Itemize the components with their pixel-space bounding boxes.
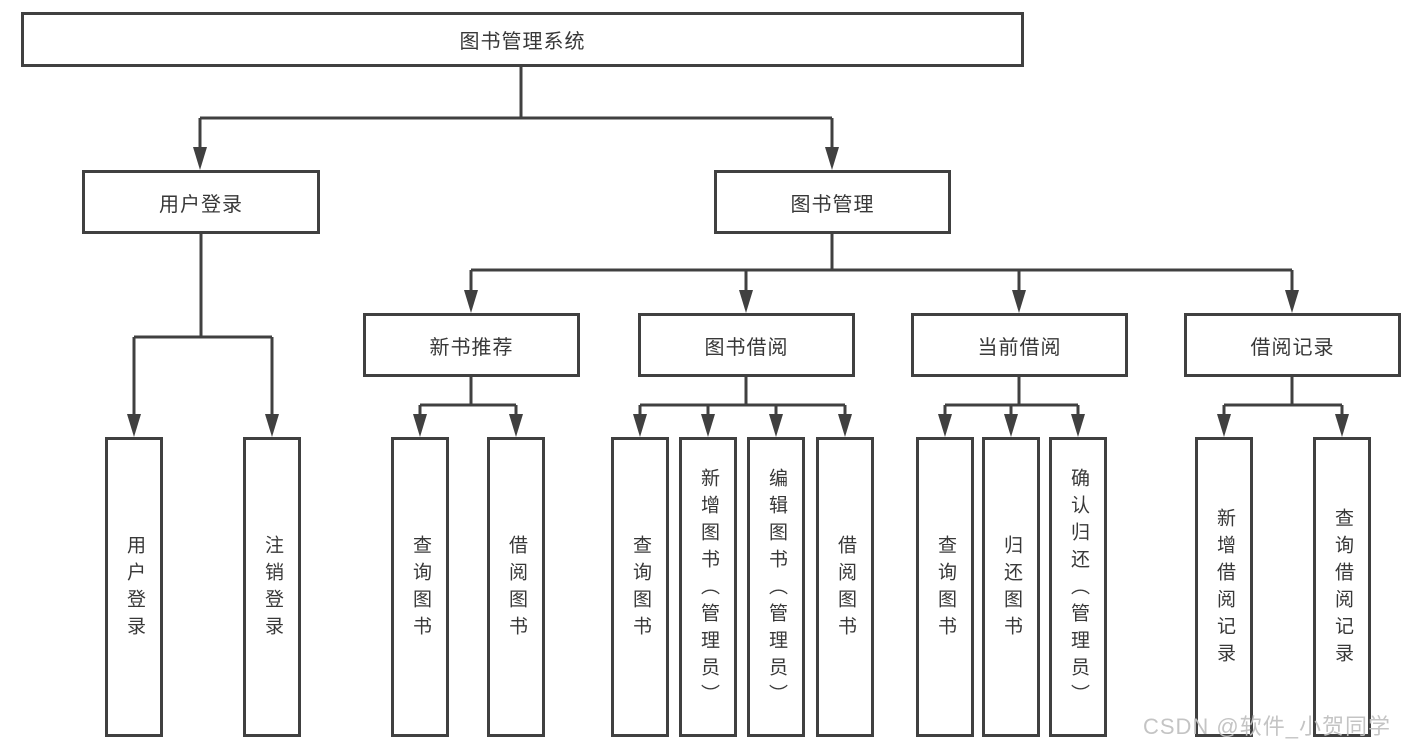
arrowheads [127, 147, 1349, 437]
connector-paths [132, 67, 1344, 425]
leaf-query-books: 查询图书 [916, 437, 974, 737]
leaf-user-login: 用户登录 [105, 437, 163, 737]
leaf-borrow-books: 借阅图书 [816, 437, 874, 737]
node-library-management-system: 图书管理系统 [21, 12, 1024, 67]
node-current-borrow: 当前借阅 [911, 313, 1128, 377]
node-book-borrow: 图书借阅 [638, 313, 855, 377]
leaf-add-books-admin: 新增图书（管理员） [679, 437, 737, 737]
node-user-login: 用户登录 [82, 170, 320, 234]
leaf-query-books: 查询图书 [611, 437, 669, 737]
node-book-management: 图书管理 [714, 170, 951, 234]
leaf-query-borrow-record: 查询借阅记录 [1313, 437, 1371, 737]
leaf-borrow-books: 借阅图书 [487, 437, 545, 737]
leaf-return-books: 归还图书 [982, 437, 1040, 737]
leaf-edit-books-admin: 编辑图书（管理员） [747, 437, 805, 737]
csdn-watermark: CSDN @软件_小贺同学 [1142, 714, 1391, 739]
leaf-query-books: 查询图书 [391, 437, 449, 737]
leaf-add-borrow-record: 新增借阅记录 [1195, 437, 1253, 737]
leaf-logout: 注销登录 [243, 437, 301, 737]
leaf-confirm-return-admin: 确认归还（管理员） [1049, 437, 1107, 737]
node-borrow-records: 借阅记录 [1184, 313, 1401, 377]
node-new-book-recommend: 新书推荐 [363, 313, 580, 377]
